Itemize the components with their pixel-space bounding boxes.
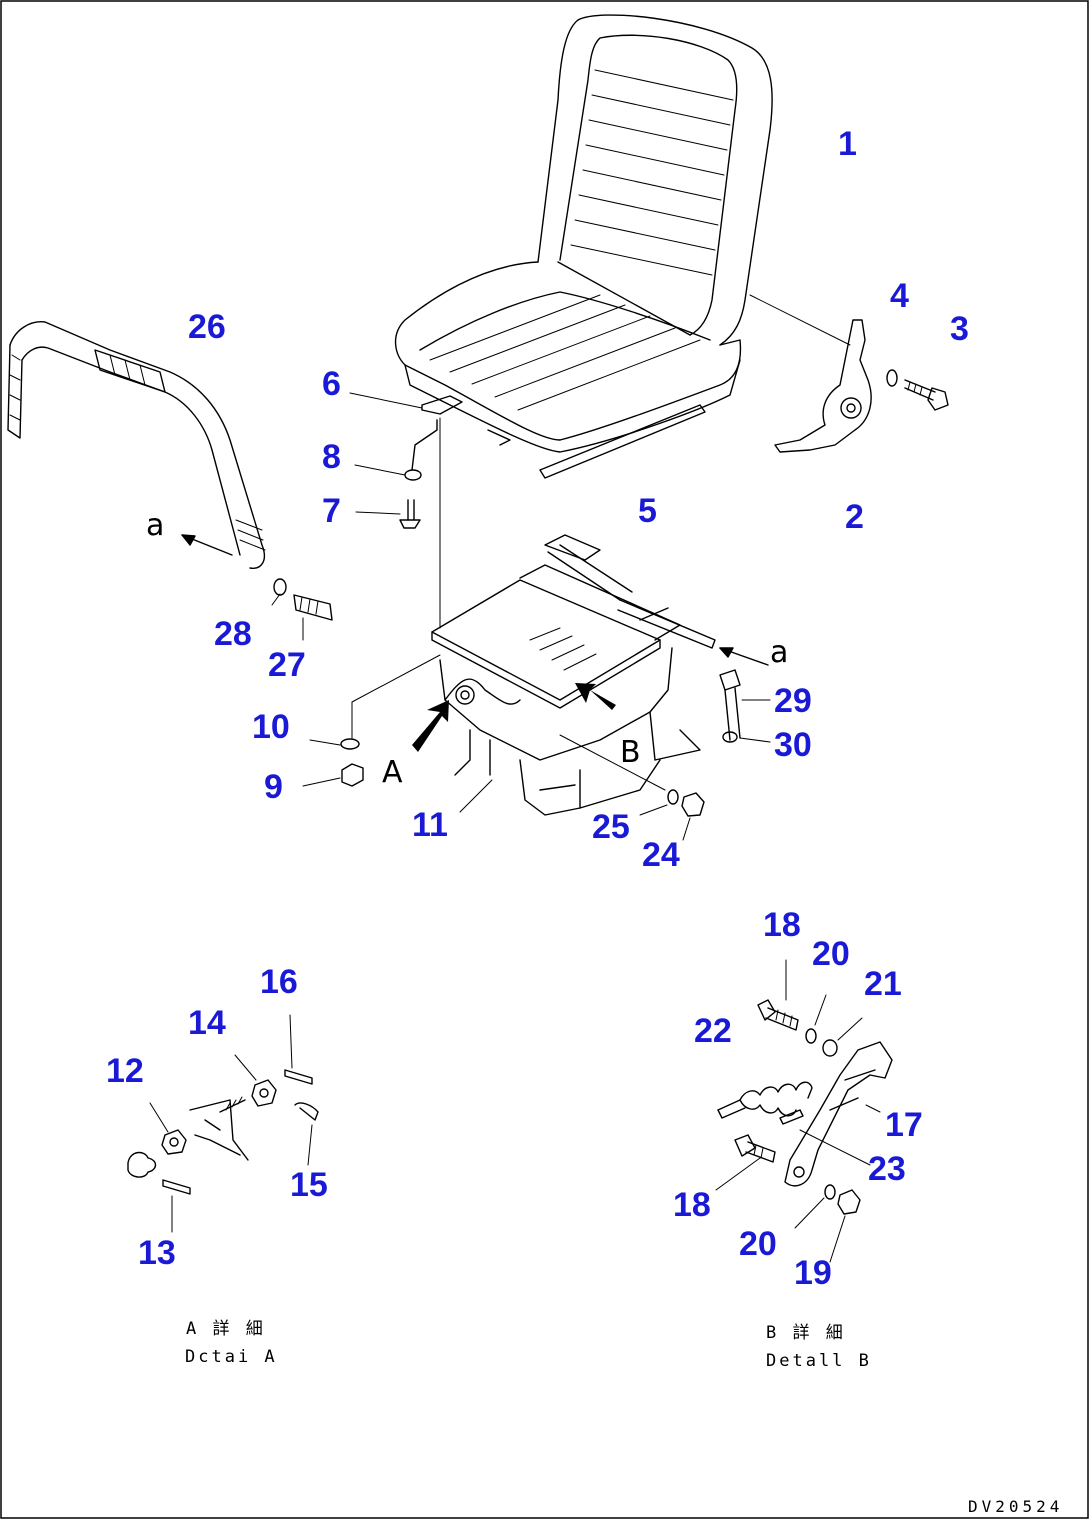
part-label: 10 (252, 708, 290, 746)
recline-lever-drawing (774, 319, 949, 453)
part-label: 15 (290, 1166, 328, 1204)
detail-a-title-en: Dctai A (185, 1347, 278, 1367)
seat-hardware-drawing (302, 392, 771, 841)
part-label: 27 (268, 646, 306, 684)
part-label: 20 (812, 935, 850, 973)
part-label: 18 (763, 906, 801, 944)
part-label: 14 (188, 1004, 226, 1042)
part-label: 9 (264, 768, 283, 806)
part-label: 5 (638, 492, 657, 530)
part-label: 13 (138, 1234, 176, 1272)
part-label: 8 (322, 438, 341, 476)
view-B-label: B (620, 735, 641, 770)
part-label: 25 (592, 808, 630, 846)
part-label: 4 (890, 277, 909, 315)
view-arrow-A (412, 700, 449, 752)
part-label: 12 (106, 1052, 144, 1090)
detail-captions: A 詳 細 Dctai A B 詳 細 Detall B (185, 1319, 872, 1371)
detail-b-title-jp: B 詳 細 (766, 1323, 846, 1343)
arrow-a-label-left: a (146, 508, 164, 543)
seat-drawing (394, 14, 851, 479)
part-label: 2 (845, 498, 864, 536)
armrest-drawing (7, 321, 333, 641)
suspension-base-drawing (351, 417, 716, 816)
part-number-labels: 1 2 3 4 5 6 7 8 9 10 11 12 13 14 15 16 1… (106, 125, 969, 1292)
part-label: 23 (868, 1150, 906, 1188)
drawing-code: DV20524 (968, 1497, 1063, 1516)
part-label: 22 (694, 1012, 732, 1050)
view-arrow-B (575, 683, 616, 710)
part-label: 30 (774, 726, 812, 764)
detail-a-drawing (127, 1014, 319, 1233)
part-label: 17 (885, 1106, 923, 1144)
arrow-a-label-right: a (770, 635, 788, 670)
part-label: 6 (322, 365, 341, 403)
part-label: 1 (838, 125, 857, 163)
part-label: 28 (214, 615, 252, 653)
part-label: 18 (673, 1186, 711, 1224)
part-label: 11 (412, 806, 448, 844)
part-label: 3 (950, 310, 969, 348)
part-label: 16 (260, 963, 298, 1001)
part-label: 24 (642, 836, 680, 874)
part-label: 20 (739, 1225, 777, 1263)
view-letters: a a A B (146, 508, 788, 790)
view-A-label: A (382, 755, 403, 790)
detail-b-title-en: Detall B (766, 1351, 872, 1371)
detail-b-drawing (715, 959, 893, 1263)
part-label: 26 (188, 308, 226, 346)
part-label: 19 (794, 1254, 832, 1292)
detail-a-title-jp: A 詳 細 (186, 1319, 266, 1339)
part-label: 29 (774, 682, 812, 720)
part-label: 7 (322, 492, 341, 530)
part-label: 21 (864, 965, 902, 1003)
